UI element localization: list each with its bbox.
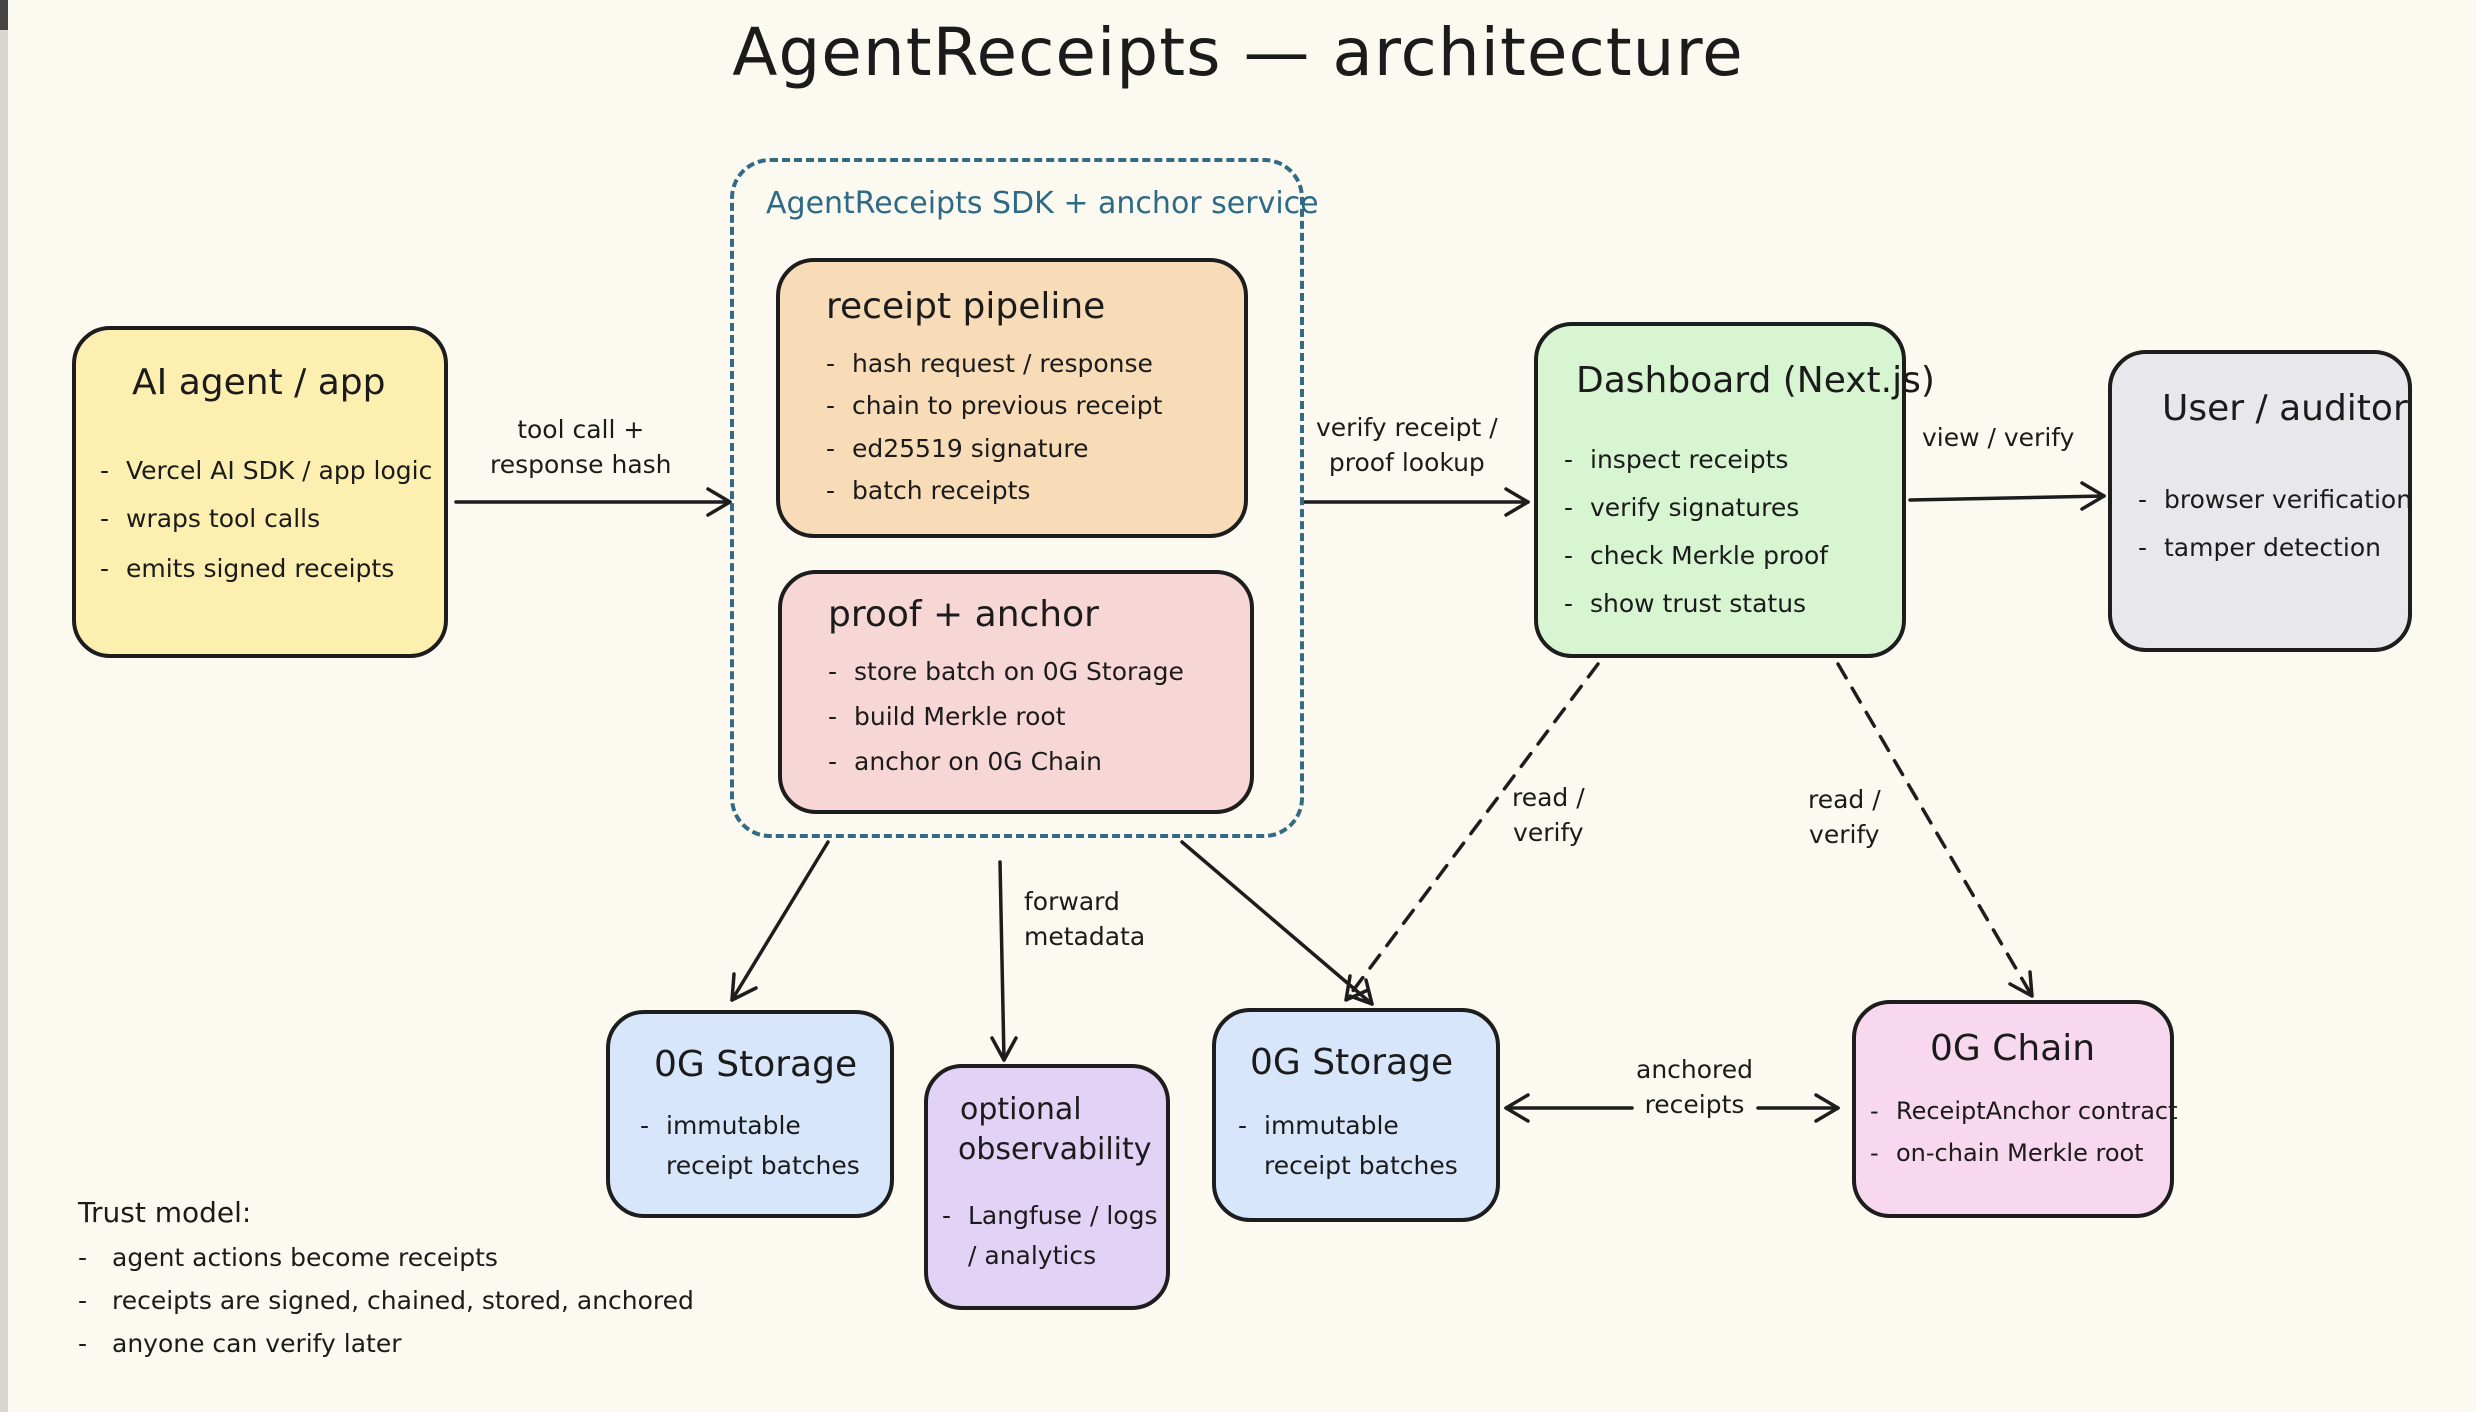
dashboard-list: -inspect receipts -verify signatures -ch… <box>1564 436 1828 628</box>
proof-anchor-list: -store batch on 0G Storage -build Merkle… <box>828 650 1184 784</box>
list-item: -batch receipts <box>826 476 1031 505</box>
proof-anchor-title: proof + anchor <box>828 594 1099 635</box>
list-item: -hash request / response <box>826 349 1153 378</box>
arrow-anchor-to-storage2 <box>1180 840 1374 1006</box>
ai-agent-box: AI agent / app -Vercel AI SDK / app logi… <box>72 326 448 658</box>
dashboard-title: Dashboard (Next.js) <box>1576 360 1935 401</box>
edge-label-tool-call: tool call +response hash <box>490 415 672 479</box>
list-item: -Vercel AI SDK / app logic <box>100 456 433 485</box>
list-item: -ed25519 signature <box>826 434 1089 463</box>
list-item: receipt batches <box>1264 1151 1458 1180</box>
og-chain-title: 0G Chain <box>1930 1028 2096 1069</box>
user-auditor-title: User / auditor <box>2162 388 2408 429</box>
receipt-pipeline-list: -hash request / response -chain to previ… <box>826 344 1162 512</box>
observability-box: optional observability -Langfuse / logs … <box>924 1064 1170 1310</box>
proof-anchor-box: proof + anchor -store batch on 0G Storag… <box>778 570 1254 814</box>
arrowhead-dashboard-to-user <box>2080 481 2106 511</box>
sdk-anchor-service-group <box>730 158 1304 838</box>
arrowhead-dashboard-read-storage2 <box>1344 974 1370 1002</box>
list-item: -anyone can verify later <box>78 1329 402 1358</box>
list-item: / analytics <box>968 1241 1097 1270</box>
arrow-dashboard-read-storage2 <box>1344 662 1600 1002</box>
og-chain-box: 0G Chain -ReceiptAnchor contract -on-cha… <box>1852 1000 2178 1218</box>
window-edge-corner <box>0 0 8 30</box>
og-chain-list: -ReceiptAnchor contract -on-chain Merkle… <box>1870 1090 2178 1174</box>
arrowhead-anchor-to-storage1 <box>730 972 758 1002</box>
og-storage-left-list: -immutable receipt batches <box>640 1106 860 1186</box>
arrowhead-anchor-to-observability <box>990 1036 1018 1062</box>
og-storage-box-left: 0G Storage -immutable receipt batches <box>606 1010 894 1218</box>
dashboard-box: Dashboard (Next.js) -inspect receipts -v… <box>1534 322 1935 658</box>
list-item: -browser verification <box>2138 485 2413 514</box>
list-item: -show trust status <box>1564 589 1807 618</box>
list-item: -immutable <box>1238 1111 1399 1140</box>
list-item: -tamper detection <box>2138 533 2382 562</box>
user-auditor-box: User / auditor -browser verification -ta… <box>2108 350 2412 652</box>
list-item: -receipts are signed, chained, stored, a… <box>78 1286 694 1315</box>
observability-title-line1: optional <box>960 1092 1082 1127</box>
arrow-anchor-to-storage1 <box>730 840 830 1002</box>
og-storage-right-list: -immutable receipt batches <box>1238 1106 1458 1186</box>
arrowhead-dashboard-read-chain <box>2008 970 2034 998</box>
arrowhead-anchor-to-storage2 <box>1348 978 1374 1006</box>
arrowhead-storage2-chain-left <box>1504 1093 1530 1123</box>
list-item: -check Merkle proof <box>1564 541 1829 570</box>
trust-model-note: Trust model: -agent actions become recei… <box>78 1190 694 1365</box>
diagram-title: AgentReceipts — architecture <box>732 14 1744 91</box>
window-edge <box>0 0 8 1412</box>
edge-label-read-verify-storage: read /verify <box>1512 783 1585 847</box>
list-item: -agent actions become receipts <box>78 1243 498 1272</box>
list-item: -verify signatures <box>1564 493 1800 522</box>
list-item: -ReceiptAnchor contract <box>1870 1097 2178 1125</box>
trust-model-list: -agent actions become receipts -receipts… <box>78 1236 694 1365</box>
list-item: -build Merkle root <box>828 702 1066 731</box>
og-storage-box-right: 0G Storage -immutable receipt batches <box>1212 1008 1500 1222</box>
arrow-anchor-to-observability <box>998 860 1006 1062</box>
og-storage-right-title: 0G Storage <box>1250 1042 1454 1083</box>
arrow-dashboard-to-user <box>1908 494 2106 502</box>
receipt-pipeline-title: receipt pipeline <box>826 286 1106 327</box>
observability-title-line2: observability <box>958 1132 1152 1167</box>
arrow-dashboard-read-chain <box>1836 662 2034 998</box>
list-item: receipt batches <box>666 1151 860 1180</box>
ai-agent-list: -Vercel AI SDK / app logic -wraps tool c… <box>100 448 432 594</box>
trust-model-heading: Trust model: <box>78 1196 252 1229</box>
edge-label-verify-receipt: verify receipt /proof lookup <box>1316 413 1498 477</box>
edge-label-view-verify: view / verify <box>1922 423 2075 452</box>
list-item: -wraps tool calls <box>100 504 321 533</box>
list-item: -inspect receipts <box>1564 445 1789 474</box>
observability-list: -Langfuse / logs / analytics <box>942 1196 1157 1276</box>
receipt-pipeline-box: receipt pipeline -hash request / respons… <box>776 258 1248 538</box>
list-item: -chain to previous receipt <box>826 391 1163 420</box>
ai-agent-title: AI agent / app <box>132 362 386 403</box>
list-item: -Langfuse / logs <box>942 1201 1158 1230</box>
arrowhead-pipeline-to-dashboard <box>1504 487 1530 517</box>
list-item: -on-chain Merkle root <box>1870 1139 2144 1167</box>
user-auditor-list: -browser verification -tamper detection <box>2138 476 2412 572</box>
og-storage-left-title: 0G Storage <box>654 1044 858 1085</box>
group-title: AgentReceipts SDK + anchor service <box>766 186 1319 221</box>
list-item: -emits signed receipts <box>100 554 395 583</box>
list-item: -immutable <box>640 1111 801 1140</box>
arrowhead-storage2-chain-right <box>1814 1093 1840 1123</box>
edge-label-read-verify-chain: read /verify <box>1808 785 1881 849</box>
list-item: -store batch on 0G Storage <box>828 657 1184 686</box>
list-item: -anchor on 0G Chain <box>828 747 1102 776</box>
